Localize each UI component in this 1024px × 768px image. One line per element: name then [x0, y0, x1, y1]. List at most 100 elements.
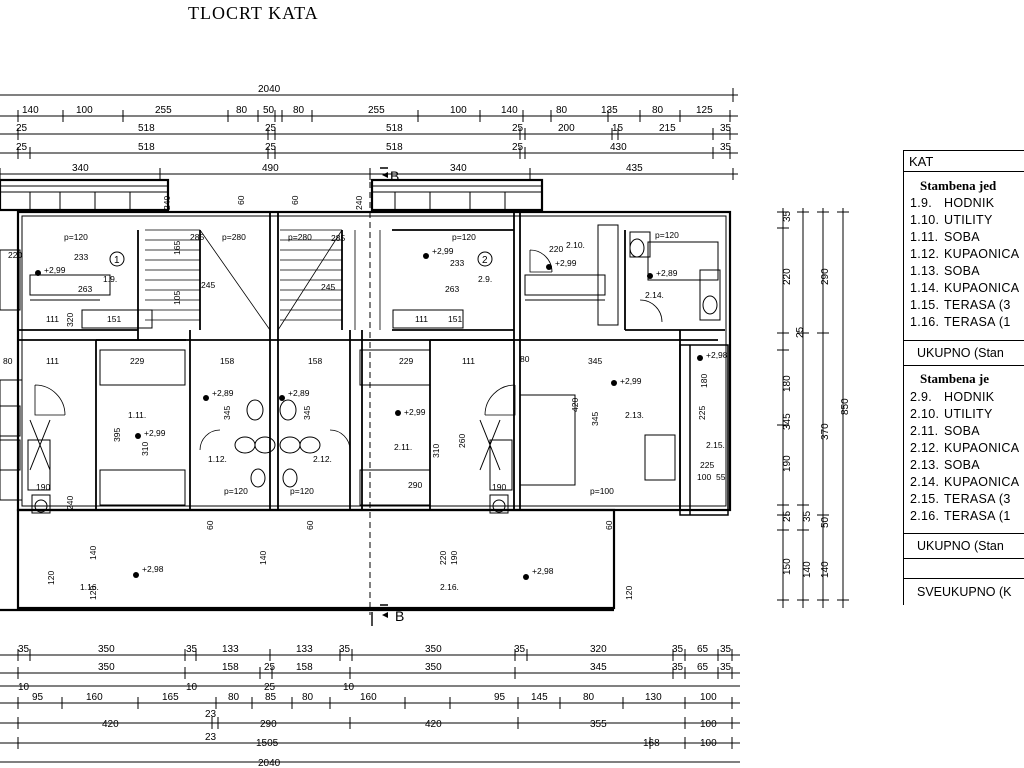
svg-text:35: 35 [782, 210, 793, 222]
svg-text:220: 220 [549, 244, 563, 254]
svg-text:p=280: p=280 [222, 232, 246, 242]
svg-text:+2,99: +2,99 [404, 407, 426, 417]
svg-text:340: 340 [450, 163, 467, 174]
svg-text:220: 220 [438, 551, 448, 565]
svg-text:+2,89: +2,89 [656, 268, 678, 278]
svg-text:180: 180 [699, 374, 709, 388]
svg-text:490: 490 [262, 163, 279, 174]
svg-text:1.11.: 1.11. [128, 410, 146, 420]
svg-text:25: 25 [265, 123, 277, 134]
svg-text:+2,99: +2,99 [44, 265, 66, 275]
svg-text:518: 518 [138, 123, 155, 134]
legend-room-number: 2.9. [910, 390, 933, 404]
dim-bottom-row3: 10 10 25 10 [18, 682, 355, 693]
svg-text:1505: 1505 [256, 738, 279, 749]
dim-bottom-row6: 1505 168 100 2040 [256, 738, 717, 768]
legend-row: 1.14.KUPAONICA [910, 281, 1019, 295]
legend-section2-title: Stambena je [920, 371, 989, 386]
svg-text:430: 430 [610, 142, 627, 153]
svg-text:158: 158 [308, 356, 322, 366]
svg-text:850: 850 [840, 398, 851, 415]
dim-bottom-row1: 35 350 35 133 133 35 350 35 320 35 65 35 [18, 644, 732, 655]
svg-text:+2,89: +2,89 [288, 388, 310, 398]
legend-row: 1.15.TERASA (3 [910, 298, 1011, 312]
svg-text:80: 80 [652, 105, 664, 116]
svg-text:518: 518 [386, 142, 403, 153]
svg-text:240: 240 [65, 496, 75, 510]
svg-text:55: 55 [716, 472, 726, 482]
svg-text:80: 80 [228, 692, 240, 703]
svg-text:p=100: p=100 [590, 486, 614, 496]
sanitary [34, 238, 718, 513]
legend-row: 2.10.UTILITY [910, 407, 993, 421]
svg-text:35: 35 [720, 662, 732, 673]
svg-text:+2,98: +2,98 [706, 350, 728, 360]
svg-text:p=120: p=120 [224, 486, 248, 496]
svg-text:229: 229 [130, 356, 144, 366]
inner-dimensions: p=120 p=280 p=280 p=120 p=120 p=120 p=12… [3, 230, 726, 496]
legend-room-number: 1.9. [910, 196, 933, 210]
svg-text:35: 35 [18, 644, 30, 655]
svg-text:120: 120 [46, 571, 56, 585]
legend-room-number: 1.10. [910, 213, 940, 227]
legend-row: 2.15.TERASA (3 [910, 492, 1011, 506]
exterior-walls [0, 178, 732, 612]
legend-header: KAT [903, 150, 1024, 172]
svg-text:145: 145 [531, 692, 548, 703]
svg-text:10: 10 [186, 682, 198, 693]
svg-text:420: 420 [425, 719, 442, 730]
svg-text:190: 190 [36, 482, 50, 492]
legend-room-number: 1.15. [910, 298, 940, 312]
legend-room-number: 1.12. [910, 247, 940, 261]
svg-text:290: 290 [408, 480, 422, 490]
legend-room-name: KUPAONICA [944, 281, 1020, 295]
svg-text:151: 151 [448, 314, 462, 324]
svg-text:80: 80 [236, 105, 248, 116]
svg-text:111: 111 [46, 314, 59, 324]
svg-text:345: 345 [588, 356, 602, 366]
svg-text:420: 420 [102, 719, 119, 730]
svg-text:225: 225 [697, 406, 707, 420]
svg-text:25: 25 [264, 662, 276, 673]
svg-text:25: 25 [16, 142, 28, 153]
legend-room-number: 1.11. [910, 230, 939, 244]
svg-text:435: 435 [626, 163, 643, 174]
svg-text:100: 100 [700, 719, 717, 730]
svg-text:168: 168 [643, 738, 660, 749]
svg-text:p=120: p=120 [64, 232, 88, 242]
svg-text:200: 200 [558, 123, 575, 134]
legend-room-name: SOBA [944, 424, 980, 438]
svg-text:140: 140 [88, 546, 98, 560]
svg-text:255: 255 [155, 105, 172, 116]
svg-text:133: 133 [222, 644, 239, 655]
svg-text:215: 215 [659, 123, 676, 134]
furniture [0, 224, 721, 514]
svg-text:111: 111 [462, 356, 475, 366]
svg-text:263: 263 [445, 284, 459, 294]
svg-text:2: 2 [482, 255, 488, 266]
svg-text:345: 345 [222, 406, 232, 420]
svg-text:165: 165 [172, 241, 182, 255]
svg-text:80: 80 [556, 105, 568, 116]
svg-text:100: 100 [450, 105, 467, 116]
svg-text:15: 15 [612, 123, 624, 134]
svg-text:35: 35 [672, 644, 684, 655]
svg-text:80: 80 [520, 354, 530, 364]
svg-text:2.12.: 2.12. [313, 454, 332, 464]
svg-text:p=120: p=120 [452, 232, 476, 242]
dim-right: 35 220 25 180 345 190 25 150 290 370 850… [782, 210, 851, 578]
svg-text:240: 240 [162, 196, 172, 210]
svg-text:160: 160 [360, 692, 377, 703]
legend-room-name: SOBA [944, 458, 980, 472]
legend-room-name: TERASA (3 [944, 492, 1011, 506]
svg-text:85: 85 [265, 692, 277, 703]
svg-text:50: 50 [820, 516, 831, 528]
svg-text:25: 25 [795, 326, 806, 338]
svg-text:111: 111 [415, 314, 428, 324]
svg-text:65: 65 [697, 662, 709, 673]
door-swings [34, 249, 663, 451]
svg-text:290: 290 [820, 268, 831, 285]
svg-text:25: 25 [782, 510, 793, 522]
svg-text:35: 35 [720, 123, 732, 134]
